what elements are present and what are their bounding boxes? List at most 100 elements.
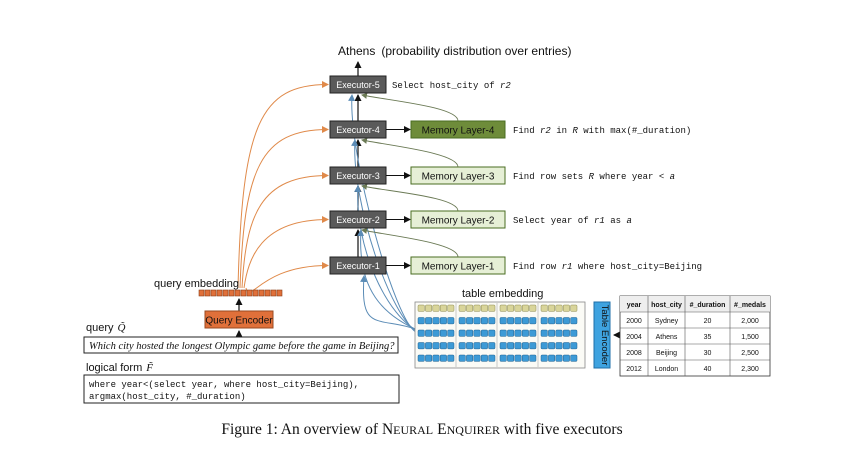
table-header-embedding-cell: [570, 304, 578, 312]
memory-layer: Memory Layer-1: [410, 256, 506, 275]
table-cell-embedding: [447, 342, 455, 350]
table-cell-embedding: [521, 342, 529, 350]
operation-part: Select year of: [513, 216, 594, 226]
logical-form-label: logical form: [86, 362, 142, 374]
executor-operation: Find row r1 where host_city=Beijing: [513, 262, 702, 272]
query-attention-arrow: [243, 216, 329, 289]
table-cell-embedding: [439, 354, 447, 362]
table-cell-embedding: [425, 329, 433, 337]
table-cell-embedding: [425, 354, 433, 362]
query-encoder-label: Query Encoder: [205, 316, 273, 327]
table-attention-arrow: [351, 139, 419, 333]
table-cell-embedding: [562, 329, 570, 337]
table-cell-embedding: [417, 329, 425, 337]
operation-part: R: [589, 172, 595, 182]
table-cell-embedding: [562, 354, 570, 362]
table-cell-embedding: [507, 317, 515, 325]
caption-prefix: Figure 1: An overview of: [221, 421, 382, 438]
table-cell-embedding: [570, 354, 578, 362]
table-cell-embedding: [499, 317, 507, 325]
executor-label: Executor-1: [336, 261, 380, 271]
table-header-embedding-cell: [432, 304, 440, 312]
table-embedding-label: table embedding: [462, 288, 543, 300]
query-embedding-vector: [198, 289, 283, 337]
table-cell-embedding: [548, 354, 556, 362]
source-table-cell: 2,300: [741, 366, 759, 373]
memory-layer: Memory Layer-4: [410, 120, 506, 139]
source-table-cell: 2000: [626, 318, 642, 325]
table-cell-embedding: [466, 329, 474, 337]
table-cell-embedding: [473, 354, 481, 362]
operation-part: r2: [500, 81, 511, 91]
output-note: (probability distribution over entries): [381, 44, 571, 58]
table-cell-embedding: [417, 354, 425, 362]
query-embedding-cell: [198, 289, 205, 297]
table-header-embedding-cell: [417, 304, 425, 312]
table-cell-embedding: [439, 342, 447, 350]
source-table-cell: 2012: [626, 366, 642, 373]
memory-layer-label: Memory Layer-1: [422, 262, 495, 273]
query-embedding-cell: [222, 289, 229, 297]
query-label: query: [86, 322, 114, 334]
query-embedding-cell: [234, 289, 241, 297]
query-embedding-cell: [228, 289, 235, 297]
executor: Executor-3: [329, 166, 387, 185]
query-embedding-cell: [258, 289, 265, 297]
table-cell-embedding: [548, 329, 556, 337]
table-cell-embedding: [480, 329, 488, 337]
table-encoder-label: Table Encoder: [599, 305, 610, 366]
logical-form-symbol: F̃: [145, 361, 153, 374]
table-cell-embedding: [480, 317, 488, 325]
table-encoder: Table Encoder: [593, 301, 611, 369]
operation-part: where host_city=Beijing: [572, 262, 702, 272]
query-embedding-cell: [204, 289, 211, 297]
table-cell-embedding: [432, 342, 440, 350]
table-cell-embedding: [507, 354, 515, 362]
table-cell-embedding: [555, 354, 563, 362]
source-table-cell: 2008: [626, 350, 642, 357]
memory-feedback-arrow: [361, 93, 459, 122]
table-cell-embedding: [521, 354, 529, 362]
source-table-cell: 30: [704, 350, 712, 357]
operation-part: in: [551, 126, 573, 136]
table-cell-embedding: [447, 317, 455, 325]
operation-part: r1: [562, 262, 573, 272]
table-cell-embedding: [555, 342, 563, 350]
table-header-embedding-cell: [555, 304, 563, 312]
executor: Executor-1: [329, 256, 387, 275]
table-cell-embedding: [480, 342, 488, 350]
table-cell-embedding: [514, 342, 522, 350]
table-cell-embedding: [529, 329, 537, 337]
executor-operation: Select year of r1 as a: [513, 216, 632, 226]
table-cell-embedding: [521, 317, 529, 325]
table-header-embedding-cell: [473, 304, 481, 312]
table-header-embedding-cell: [514, 304, 522, 312]
executor-operation: Select host_city of r2: [392, 81, 511, 91]
source-table-header-bg: [620, 296, 770, 312]
operation-part: Find row sets: [513, 172, 589, 182]
source-table-cell: 2,000: [741, 318, 759, 325]
memory-layer-label: Memory Layer-2: [422, 216, 495, 227]
caption-name-cap: N: [382, 421, 393, 438]
memory-layer: Memory Layer-2: [410, 210, 506, 229]
operation-part: where year <: [594, 172, 670, 182]
source-table-cell: Athens: [656, 334, 678, 341]
table-cell-embedding: [458, 354, 466, 362]
table-cell-embedding: [439, 329, 447, 337]
query-text: Which city hosted the longest Olympic ga…: [89, 341, 395, 352]
operation-part: Find row: [513, 262, 562, 272]
source-table-header: year: [627, 302, 642, 309]
table-header-embedding-cell: [447, 304, 455, 312]
caption-name-rest: NQUIRER: [447, 423, 500, 437]
output-answer: Athens: [338, 44, 375, 58]
table-cell-embedding: [425, 317, 433, 325]
executor: Executor-4: [329, 120, 387, 139]
source-table-header: #_medals: [734, 302, 766, 309]
table-cell-embedding: [417, 317, 425, 325]
table-header-embedding-cell: [439, 304, 447, 312]
query-embedding-label: query embedding: [154, 278, 239, 290]
